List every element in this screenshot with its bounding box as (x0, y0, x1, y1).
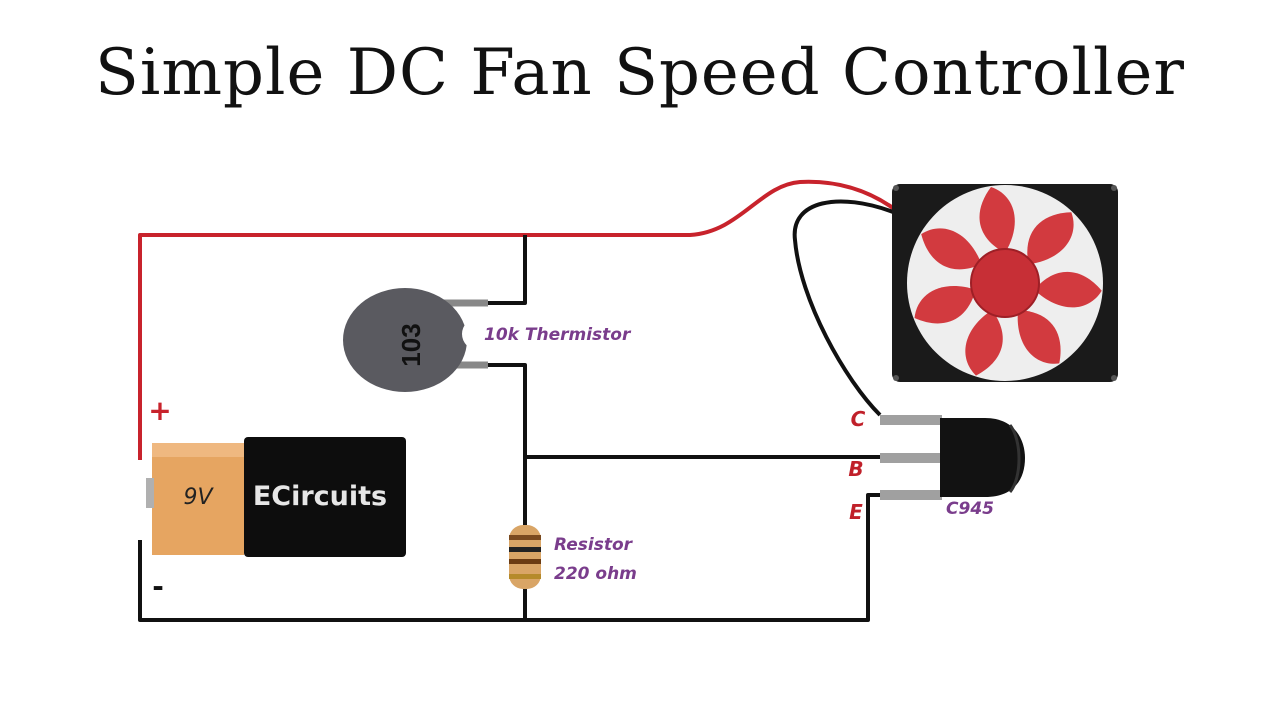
battery-brand: ECircuits (253, 481, 387, 512)
transistor-pin-b: B (848, 457, 863, 481)
fan-blade (914, 286, 976, 324)
thermistor-icon: 103 (343, 288, 494, 392)
wire-ground (138, 493, 882, 622)
battery-icon: 9V ECircuits (146, 437, 406, 557)
thermistor-code: 103 (396, 323, 426, 366)
transistor-pin-c: C (851, 407, 866, 431)
battery-minus-sign: - (152, 570, 164, 603)
thermistor-label: 10k Thermistor (484, 325, 632, 345)
resistor-label-line1: Resistor (554, 535, 634, 555)
page-title: Simple DC Fan Speed Controller (95, 36, 1185, 110)
wire-thermistor-bottom (480, 363, 527, 533)
transistor-pin-e: E (849, 500, 863, 524)
battery-voltage: 9V (183, 485, 214, 510)
resistor-icon (509, 525, 541, 589)
fan-blade (921, 228, 982, 270)
wires (138, 179, 895, 622)
transistor-model: C945 (946, 499, 994, 519)
fan-blade (1034, 271, 1102, 308)
transistor-icon (880, 415, 1025, 500)
wire-positive-top (138, 179, 895, 460)
battery-plus-sign: + (148, 394, 171, 427)
wire-thermistor-top (480, 235, 527, 305)
fan-blade (1017, 310, 1061, 364)
fan-icon (892, 184, 1118, 382)
fan-blade (965, 310, 1003, 376)
resistor-label-line2: 220 ohm (554, 564, 637, 584)
wire-fan-collector (792, 199, 894, 417)
fan-blade (979, 187, 1015, 253)
fan-blade (1027, 212, 1074, 265)
